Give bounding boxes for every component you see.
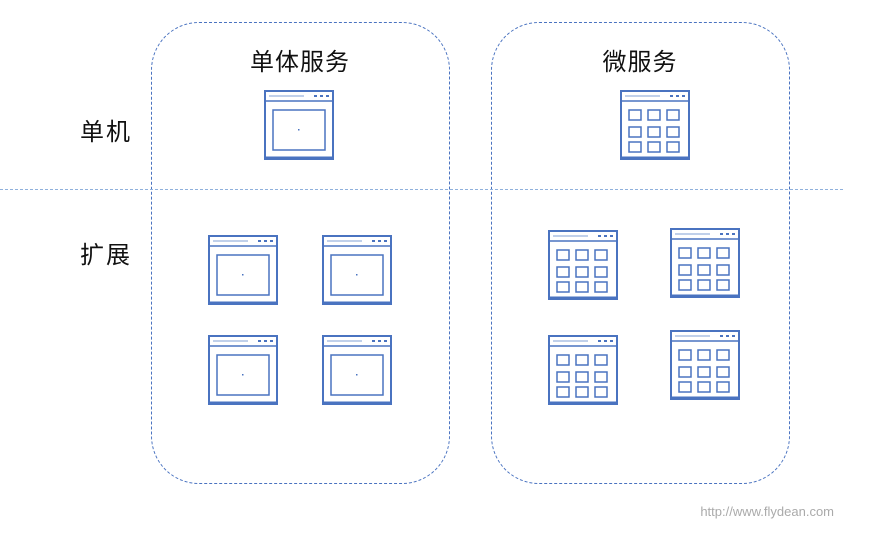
row-label-scale: 扩展 <box>80 241 132 269</box>
row-divider <box>0 189 843 190</box>
app-window-icon <box>322 335 392 405</box>
monolith-title: 单体服务 <box>250 48 350 76</box>
microservices-group-box <box>491 22 790 484</box>
grid-window-icon <box>620 90 690 160</box>
row-label-single: 单机 <box>80 118 132 146</box>
app-window-icon <box>322 235 392 305</box>
app-window-icon <box>208 235 278 305</box>
grid-window-icon <box>548 335 618 405</box>
grid-window-icon <box>670 330 740 400</box>
app-window-icon <box>208 335 278 405</box>
grid-window-icon <box>548 230 618 300</box>
app-window-icon <box>264 90 334 160</box>
watermark: http://www.flydean.com <box>700 504 834 519</box>
monolith-group-box <box>151 22 450 484</box>
microservices-title: 微服务 <box>602 48 678 76</box>
grid-window-icon <box>670 228 740 298</box>
